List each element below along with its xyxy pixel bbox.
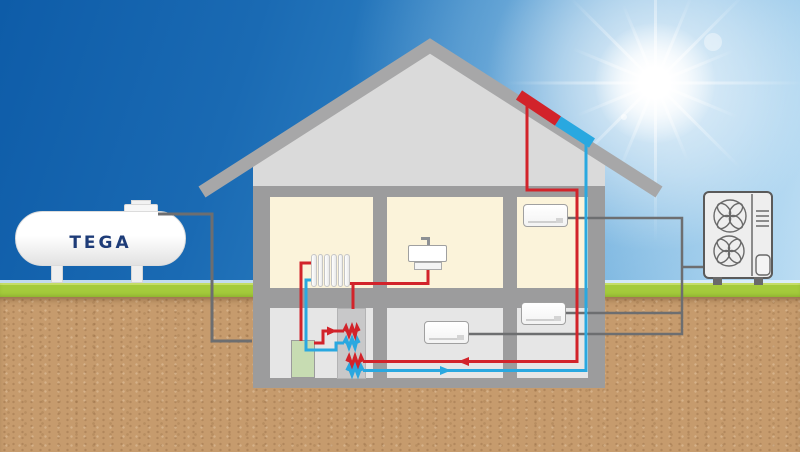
fan-icon [713, 235, 745, 267]
sink-icon [408, 245, 447, 262]
heat-pump-detail [713, 194, 771, 276]
boiler-icon [291, 340, 315, 378]
heat-pump-foot [713, 277, 722, 285]
lens-flare-small-icon [621, 114, 627, 120]
radiator-supply-pipe [299, 261, 311, 341]
heat-pump-outdoor-unit-icon [703, 191, 773, 285]
sun-core [595, 23, 715, 143]
faucet-stem [427, 240, 430, 247]
indoor-ac-unit-icon-basement-middle [424, 321, 469, 344]
attic-interior [253, 53, 605, 186]
ac-vent [528, 221, 563, 223]
tank-coil-lower-hot [345, 351, 365, 372]
ac-display [556, 218, 563, 223]
lens-flare-icon [704, 33, 722, 51]
gas-pipe [158, 212, 252, 343]
radiator-icon [311, 254, 351, 287]
tank-coil-lower-cold [345, 361, 365, 380]
room-upper-middle [387, 197, 503, 288]
sink-pedestal [414, 262, 442, 270]
fan-icon [713, 199, 747, 233]
ac-display [457, 335, 464, 340]
solar-cold-pipe [345, 142, 588, 380]
service-panel [755, 254, 771, 276]
lpg-tank-brand-label: TEGA [69, 233, 132, 253]
lpg-tank-icon [15, 211, 186, 266]
indoor-ac-unit-icon-upper [523, 204, 568, 227]
vent-grille-icon [751, 194, 769, 276]
solar-hot-pipe [345, 104, 579, 372]
ac-vent [429, 338, 464, 340]
radiator-return-pipe [304, 278, 361, 353]
ac-display [554, 316, 561, 321]
solar-collector-icon [515, 90, 595, 148]
ac-vent [526, 319, 561, 321]
arrow-left-solar-hot [458, 357, 469, 366]
indoor-ac-unit-icon-basement-right [521, 302, 566, 325]
flow-arrows [327, 326, 469, 375]
dhw-pipe [348, 265, 430, 309]
faucet-icon [421, 237, 430, 240]
tank-coil-upper-hot [342, 321, 361, 341]
arrow-right-solar-cold [440, 366, 451, 375]
tank-coil-upper-cold [342, 333, 361, 353]
arrow-right-boiler [327, 326, 337, 336]
heat-pump-foot [754, 277, 763, 285]
